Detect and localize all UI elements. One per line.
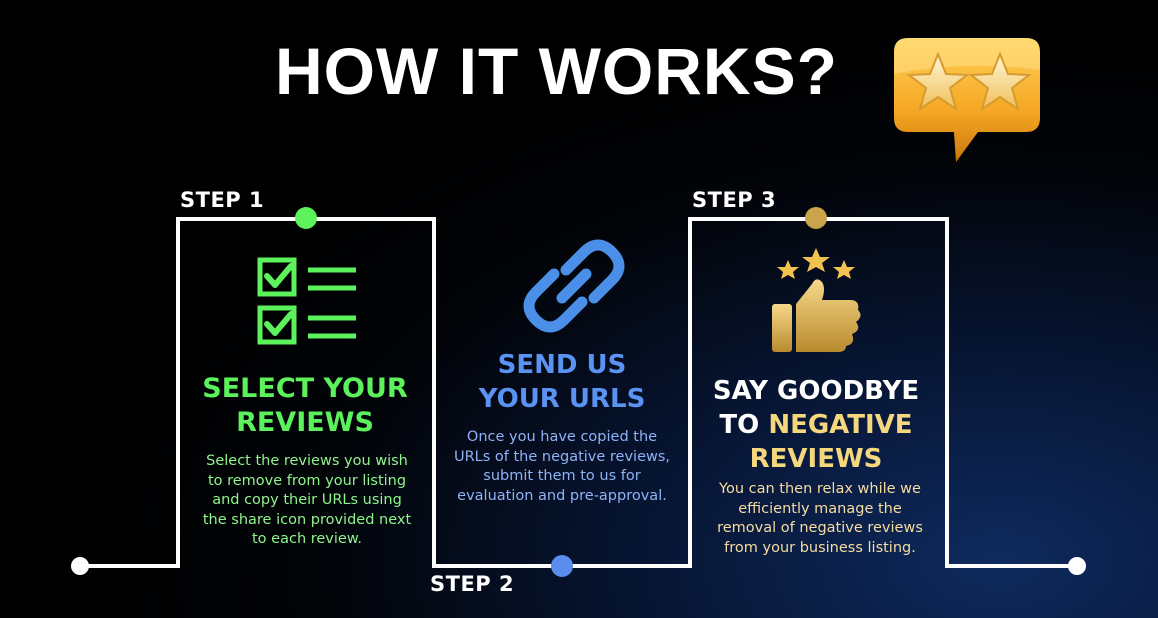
step1-label: STEP 1: [180, 188, 265, 212]
page-title: HOW IT WORKS?: [275, 34, 838, 108]
start-node-dot: [71, 557, 89, 575]
step2-description: Once you have copied the URLs of the neg…: [453, 429, 671, 504]
step3-heading-line3: REVIEWS: [749, 444, 883, 474]
step3-heading: SAY GOODBYE TO NEGATIVE REVIEWS: [696, 374, 936, 476]
step3-node-dot: [805, 207, 827, 229]
checklist-icon: [257, 257, 356, 345]
step3-label: STEP 3: [692, 188, 777, 212]
thumbs-up-stars-icon: [772, 248, 861, 352]
step3-heading-line2: TO NEGATIVE: [696, 408, 936, 442]
step3-heading-line2-text: TO NEGATIVE: [719, 410, 913, 440]
chain-link-icon: [523, 239, 625, 333]
step2-heading-line2: YOUR URLS: [478, 384, 646, 414]
step1-heading-line2: REVIEWS: [236, 407, 374, 438]
step3-description: You can then relax while we efficiently …: [717, 481, 923, 556]
step1-node-dot: [295, 207, 317, 229]
step3-heading-line1: SAY GOODBYE: [712, 376, 920, 406]
step2-node-dot: [551, 555, 573, 577]
star-rating-badge-icon: [894, 38, 1040, 162]
step2-heading: SEND US YOUR URLS: [440, 348, 684, 416]
step1-description: Select the reviews you wish to remove fr…: [202, 453, 412, 547]
step1-heading-line1: SELECT YOUR: [202, 373, 408, 404]
step1-heading: SELECT YOUR REVIEWS: [180, 372, 430, 440]
end-node-dot: [1068, 557, 1086, 575]
step2-label: STEP 2: [430, 572, 515, 596]
step2-heading-line1: SEND US: [497, 350, 627, 380]
